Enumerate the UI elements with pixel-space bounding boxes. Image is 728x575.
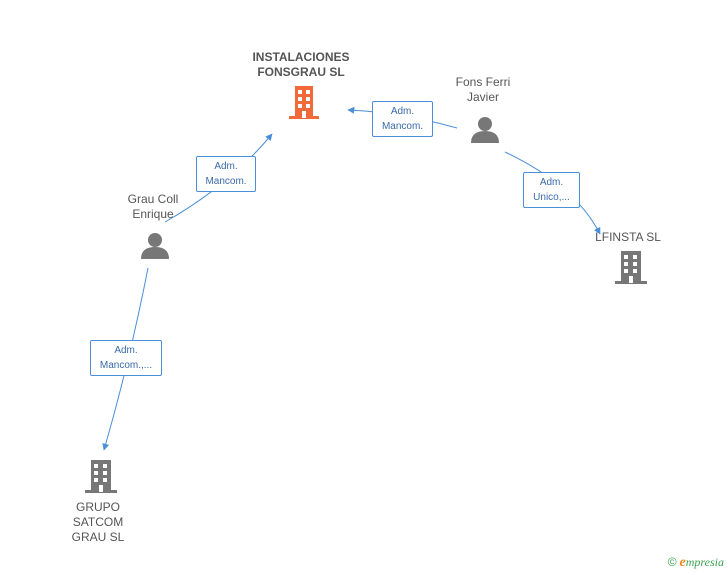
empresia-logo[interactable]: ©empresia: [668, 555, 724, 571]
node-label-grupo-satcom[interactable]: GRUPO SATCOM GRAU SL: [71, 500, 125, 544]
copyright-symbol: ©: [667, 555, 677, 569]
person-icon[interactable]: [141, 233, 169, 259]
building-icon[interactable]: [289, 86, 319, 119]
edge-label-fons-to-lfinsta[interactable]: Adm. Unico,...: [523, 172, 580, 208]
node-label-grau-coll[interactable]: Grau Coll Enrique: [127, 192, 179, 221]
brand-initial: e: [679, 555, 686, 570]
person-icon[interactable]: [471, 117, 499, 143]
building-icon[interactable]: [615, 251, 647, 284]
brand-name: mpresia: [685, 555, 724, 569]
node-label-instalaciones[interactable]: INSTALACIONES FONSGRAU SL: [252, 50, 350, 79]
edge-label-grau-to-instalaciones[interactable]: Adm. Mancom.: [196, 156, 256, 192]
edge-label-grau-to-grupo[interactable]: Adm. Mancom.,...: [90, 340, 162, 376]
edge-label-fons-to-instalaciones[interactable]: Adm. Mancom.: [372, 101, 433, 137]
node-label-lfinsta[interactable]: LFINSTA SL: [595, 230, 661, 244]
node-label-fons-ferri[interactable]: Fons Ferri Javier: [455, 75, 511, 104]
building-icon[interactable]: [85, 460, 117, 493]
